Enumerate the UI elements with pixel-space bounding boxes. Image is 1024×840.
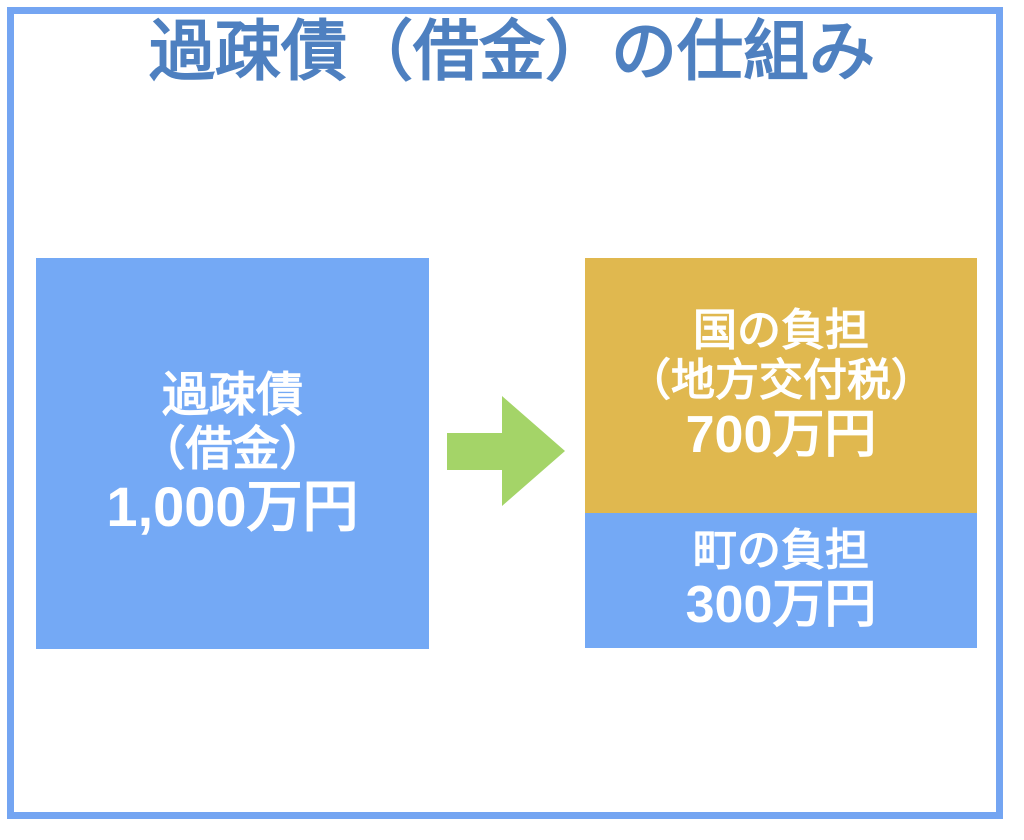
- result-box-town-label-line1: 町の負担: [693, 525, 869, 575]
- source-box-amount: 1,000万円: [106, 475, 359, 539]
- page-title: 過疎債（借金）の仕組み: [149, 14, 875, 88]
- arrow-right-icon: [447, 396, 565, 506]
- result-box-national: 国の負担 （地方交付税） 700万円: [585, 258, 977, 513]
- result-box-national-amount: 700万円: [685, 406, 877, 465]
- source-box-label-line2: （借金）: [138, 421, 327, 475]
- source-box-label-line1: 過疎債: [162, 368, 303, 421]
- source-box-loan: 過疎債 （借金） 1,000万円: [36, 258, 429, 649]
- result-box-national-label-line2: （地方交付税）: [627, 355, 935, 405]
- result-box-town-amount: 300万円: [685, 575, 877, 634]
- result-box-town: 町の負担 300万円: [585, 513, 977, 648]
- result-box-national-label-line1: 国の負担: [693, 305, 869, 355]
- arrow-right-icon-svg: [447, 396, 565, 506]
- arrow-right-shape: [447, 396, 565, 506]
